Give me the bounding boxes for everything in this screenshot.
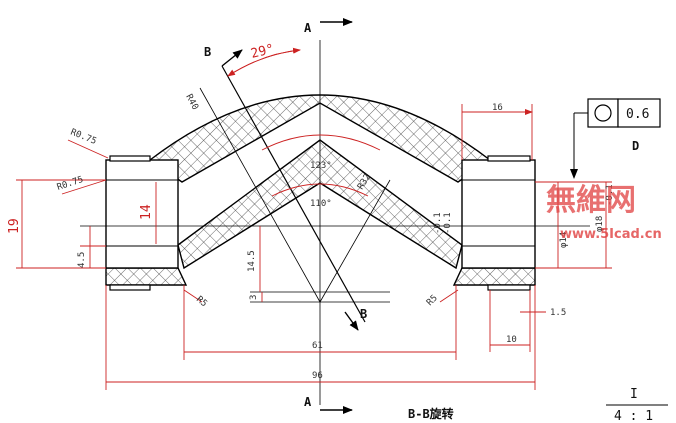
watermark-url: www.5Icad.cn bbox=[560, 227, 662, 242]
dim-14-5: 14.5 bbox=[247, 250, 257, 272]
section-title: B-B旋转 bbox=[408, 406, 454, 421]
radius-r40: R40 bbox=[183, 93, 199, 112]
radius-r075-top: R0.75 bbox=[69, 128, 98, 147]
tolerance-value: 0.6 bbox=[626, 107, 649, 122]
detail-label: I bbox=[630, 387, 638, 402]
view-label-b-top: B bbox=[204, 45, 211, 59]
dim-96: 96 bbox=[312, 371, 323, 381]
left-foot-section bbox=[105, 267, 188, 286]
left-tube bbox=[105, 159, 179, 269]
dim-1-5: 1.5 bbox=[550, 308, 566, 318]
radius-r5-right: R5 bbox=[425, 293, 440, 308]
tolerance-frame bbox=[570, 98, 661, 179]
dim-10: 10 bbox=[506, 335, 517, 345]
section-body bbox=[80, 18, 590, 414]
radius-r5-left: R5 bbox=[194, 295, 209, 310]
angle-110: 110° bbox=[310, 199, 332, 209]
dim-phi14-tol2: -0.1 bbox=[443, 212, 453, 234]
dim-16: 16 bbox=[492, 103, 503, 113]
view-label-b-bottom: B bbox=[360, 307, 367, 321]
detail-scale: 4 : 1 bbox=[614, 409, 653, 423]
dim-14: 14 bbox=[139, 204, 154, 220]
dim-phi18: φ18 bbox=[595, 216, 605, 232]
angle-123: 123° bbox=[310, 161, 332, 171]
dimensions bbox=[16, 47, 612, 390]
right-foot-section bbox=[452, 267, 536, 286]
radius-r075-mid: R0.75 bbox=[56, 175, 85, 193]
dim-4-5: 4.5 bbox=[77, 252, 87, 268]
watermark-brand: 無維网 bbox=[546, 183, 636, 218]
dim-19: 19 bbox=[7, 218, 22, 234]
right-tube bbox=[461, 159, 536, 269]
dim-phi14-tol: -0.1 bbox=[433, 212, 443, 234]
angle-29: 29° bbox=[249, 42, 275, 62]
dim-phi18-tol: -0.1 bbox=[605, 184, 615, 206]
datum-label: D bbox=[632, 139, 639, 153]
dim-61: 61 bbox=[312, 341, 323, 351]
cut-label-a-bottom: A bbox=[304, 395, 312, 409]
cut-label-a-top: A bbox=[304, 21, 312, 35]
dim-phi14: φ14 bbox=[559, 232, 569, 248]
dim-3: 3 bbox=[249, 295, 259, 300]
cylindricity-icon bbox=[594, 104, 612, 122]
